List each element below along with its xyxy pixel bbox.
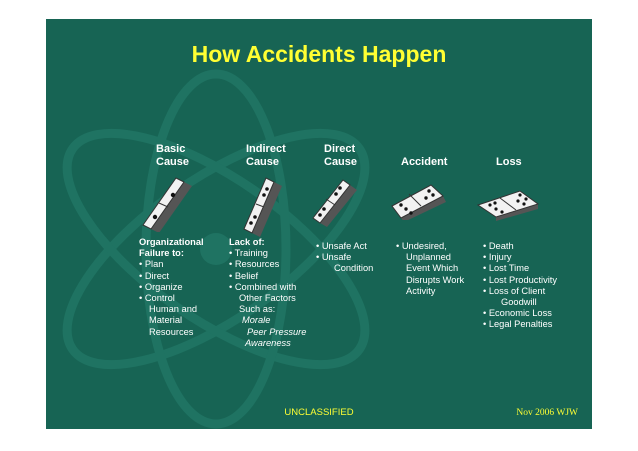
column-organizational: Organizational Failure to: • Plan • Dire… bbox=[139, 237, 204, 337]
column-loss: • Death • Injury • Lost Time • Lost Prod… bbox=[483, 241, 558, 330]
slide-title: How Accidents Happen bbox=[191, 41, 447, 67]
column-lack-of: Lack of: • Training • Resources • Belief… bbox=[229, 237, 307, 348]
domino-indirect-cause-icon bbox=[243, 177, 282, 237]
column-accident: • Undesired, Unplanned Event Which Disru… bbox=[396, 241, 465, 296]
date-author-label: Nov 2006 WJW bbox=[516, 408, 578, 418]
classification-label: UNCLASSIFIED bbox=[284, 407, 354, 418]
header-accident: Accident bbox=[401, 156, 448, 168]
header-loss: Loss bbox=[496, 156, 522, 168]
column-direct: • Unsafe Act • Unsafe Condition bbox=[316, 241, 374, 274]
domino-accident-icon bbox=[391, 184, 446, 220]
domino-direct-cause-icon bbox=[312, 179, 357, 227]
domino-loss-icon bbox=[476, 190, 540, 221]
domino-basic-cause-icon bbox=[142, 177, 192, 232]
